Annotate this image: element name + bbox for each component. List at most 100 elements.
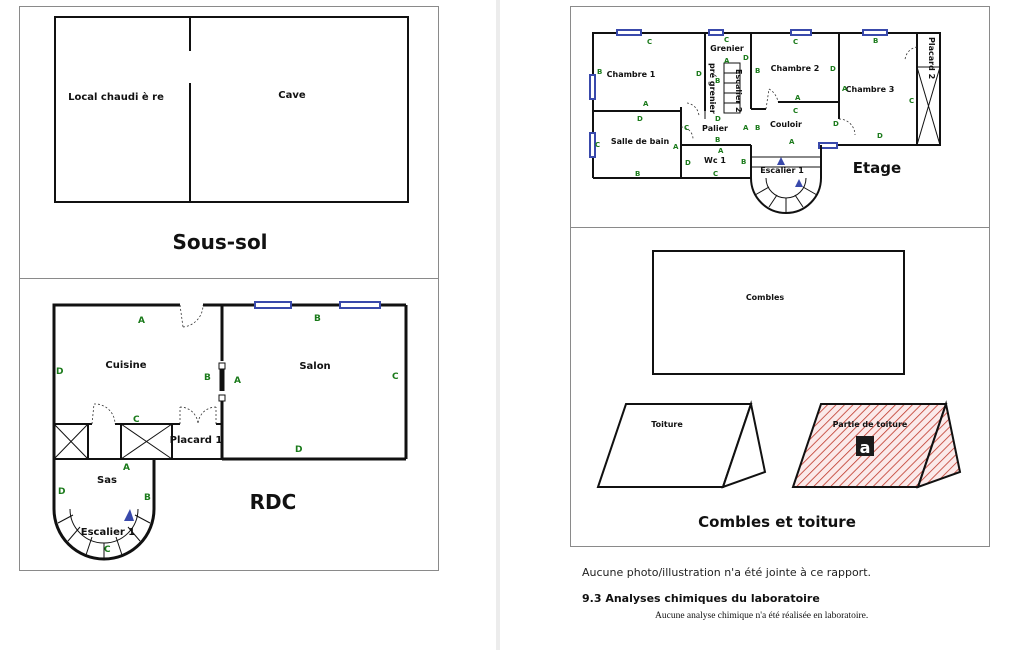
etage-door-3 <box>765 88 779 110</box>
rdc-wall-cuisine-top-left <box>52 303 180 424</box>
wall-label: A <box>673 143 679 151</box>
rdc-box-right <box>120 423 173 460</box>
wall-label: B <box>144 493 151 503</box>
wall-label: C <box>133 415 140 425</box>
etage-window-3 <box>589 132 596 158</box>
room-salon: Salon <box>299 361 330 372</box>
room-partie-toiture: Partie de toiture <box>833 420 908 429</box>
room-grenier: Grenier <box>710 44 744 53</box>
lab-analysis-note: Aucune analyse chimique n'a été réalisée… <box>655 611 869 621</box>
wall-label: D <box>637 115 643 123</box>
wall-label: B <box>873 37 878 45</box>
wall-label: B <box>741 158 746 166</box>
wall-label: C <box>104 545 111 555</box>
wall-label: A <box>138 316 145 326</box>
wall-label: D <box>833 120 839 128</box>
wall-label: D <box>696 70 702 78</box>
etage-window-6 <box>862 29 888 36</box>
wall-label: A <box>123 463 130 473</box>
sous-sol-outline <box>54 16 409 203</box>
wall-label: D <box>743 54 749 62</box>
rdc-window-2 <box>339 301 381 309</box>
wall-label: A <box>724 57 730 65</box>
wall-label: A <box>743 124 749 132</box>
wall-label: D <box>830 65 836 73</box>
wall-label: C <box>713 170 718 178</box>
rdc-stair-arrow-icon <box>124 509 134 521</box>
wall-label: D <box>58 487 65 497</box>
room-escalier-1: Escalier 1 <box>760 166 804 175</box>
plan-sous-sol-frame: Local chaudi è re Cave Sous-sol <box>19 6 439 280</box>
etage-window-4 <box>708 29 724 36</box>
wall-label: D <box>56 367 63 377</box>
rdc-window-1 <box>254 301 292 309</box>
wall-label: C <box>793 107 798 115</box>
wall-label: A <box>795 94 801 102</box>
etage-stair-arrow-icon <box>777 157 785 165</box>
etage-window-1 <box>616 29 642 36</box>
room-wc-1: Wc 1 <box>704 156 726 165</box>
rdc-box-left <box>53 423 89 460</box>
wall-label: C <box>595 141 600 149</box>
room-chambre-3: Chambre 3 <box>846 85 895 94</box>
room-pre-grenier: pré grenier <box>708 63 718 114</box>
wall-label: A <box>842 85 848 93</box>
etage-window-5 <box>790 29 812 36</box>
wall-label: C <box>684 124 689 132</box>
etage-door-5 <box>904 46 918 62</box>
room-couloir: Couloir <box>770 120 802 129</box>
wall-label: B <box>715 136 720 144</box>
room-chambre-2: Chambre 2 <box>771 64 820 73</box>
rdc-pillar-bottom <box>218 394 226 402</box>
roof-marker-box <box>856 436 874 456</box>
level-title-combles: Combles et toiture <box>698 513 856 531</box>
photo-note-text: Aucune photo/illustration n'a été jointe… <box>582 566 872 579</box>
wall-label: D <box>877 132 883 140</box>
roof-partie-toiture <box>791 400 962 489</box>
etage-door-2 <box>680 126 694 140</box>
etage-window-7 <box>818 142 838 149</box>
room-cuisine: Cuisine <box>105 360 146 371</box>
wall-label: B <box>204 373 211 383</box>
rdc-door-sas <box>91 403 116 425</box>
plan-etage: Chambre 1 Grenier pré grenier Escalier 2… <box>589 29 941 214</box>
etage-window-2 <box>589 74 596 100</box>
section-heading: 9.3 Analyses chimiques du laboratoire <box>582 592 820 605</box>
level-title-sous-sol: Sous-sol <box>172 230 267 254</box>
roof-toiture <box>596 400 767 489</box>
wall-label: A <box>643 100 649 108</box>
room-cave: Cave <box>278 90 306 101</box>
wall-label: A <box>789 138 795 146</box>
wall-label: C <box>392 372 399 382</box>
plan-combles: Combles Toiture Partie de toiture a Comb… <box>596 250 962 531</box>
wall-label: B <box>635 170 640 178</box>
room-combles: Combles <box>746 293 785 302</box>
etage-door-4 <box>838 118 856 136</box>
room-sas: Sas <box>97 475 117 486</box>
wall-label: D <box>685 159 691 167</box>
plan-sous-sol: Local chaudi è re Cave Sous-sol <box>54 16 409 254</box>
wall-label: B <box>314 314 321 324</box>
rdc-pillar-top <box>218 362 226 370</box>
etage-staircase <box>750 145 822 214</box>
roof-marker-letter: a <box>860 438 871 457</box>
room-local-chaudiere: Local chaudi è re <box>68 91 164 103</box>
etage-placard-2-box <box>916 66 941 146</box>
plan-combles-frame: Combles Toiture Partie de toiture a Comb… <box>570 227 990 547</box>
wall-label: D <box>715 115 721 123</box>
etage-door-1 <box>686 102 700 118</box>
wall-label: B <box>755 67 760 75</box>
room-palier: Palier <box>702 124 728 133</box>
wall-label: C <box>724 36 729 44</box>
wall-label: B <box>597 68 602 76</box>
wall-label: D <box>295 445 302 455</box>
wall-label: C <box>909 97 914 105</box>
rdc-door-cuisine <box>179 304 204 328</box>
level-title-rdc: RDC <box>250 490 297 514</box>
room-toiture: Toiture <box>651 420 683 429</box>
plan-rdc-frame: Cuisine Salon Placard 1 Sas Escalier 1 A… <box>19 278 439 571</box>
wall-label: A <box>718 147 724 155</box>
wall-label: A <box>234 376 241 386</box>
combles-outline <box>652 250 905 375</box>
wall-label: B <box>755 124 760 132</box>
